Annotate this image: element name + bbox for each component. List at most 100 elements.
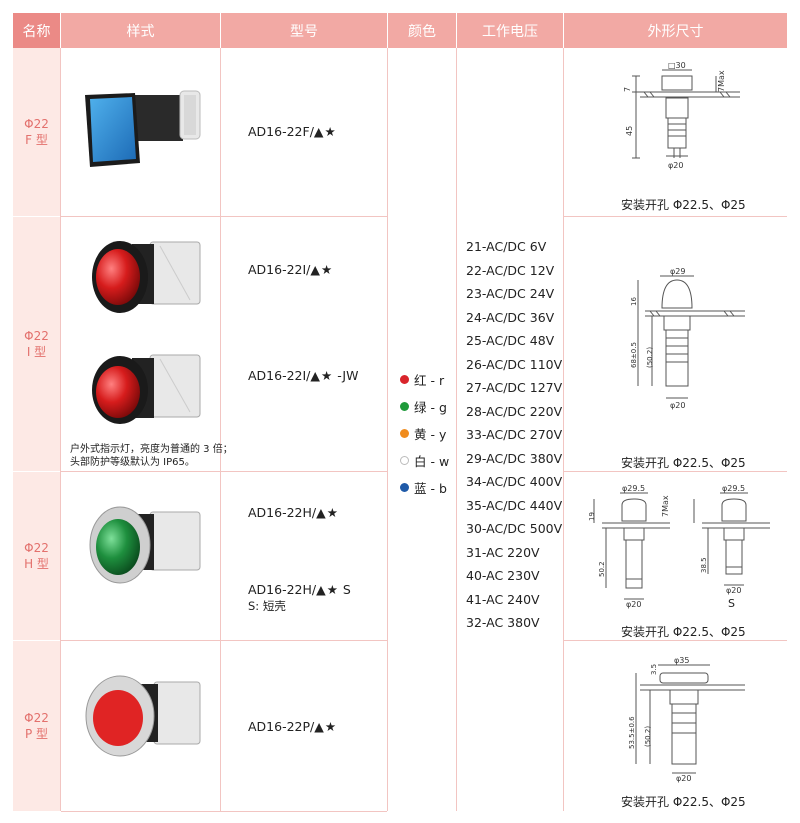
voltage-item: 29-AC/DC 380V: [466, 450, 563, 466]
voltage-item: 31-AC 220V: [466, 544, 540, 560]
model-symbol: ▲★: [316, 505, 339, 520]
dimension-drawing-i: φ29 16 68±0.5 (50.2) φ20: [630, 267, 745, 410]
dim-label: φ20: [668, 161, 683, 170]
model-i-1: AD16-22I/▲★: [248, 262, 333, 277]
voltage-item: 24-AC/DC 36V: [466, 309, 555, 325]
color-label: 红 - r: [414, 373, 445, 388]
divider: [456, 48, 457, 811]
color-label: 蓝 - b: [414, 481, 447, 496]
model-symbol: ▲★: [313, 124, 337, 139]
dim-label: 38.5: [700, 557, 708, 573]
dim-label: φ20: [676, 774, 691, 783]
divider: [220, 48, 221, 811]
dim-label: 68±0.5: [630, 342, 638, 368]
voltage-item: 41-AC 240V: [466, 591, 540, 607]
white-dot-icon: [400, 456, 409, 465]
voltage-item: 35-AC/DC 440V: [466, 497, 563, 513]
dim-label: 3.5: [650, 664, 658, 675]
voltage-item: 40-AC 230V: [466, 568, 540, 583]
dim-label: φ20: [670, 401, 685, 410]
model-code: AD16-22F/: [248, 124, 314, 139]
divider: [60, 48, 61, 811]
note-line: 头部防护等级默认为 IP65。: [70, 457, 195, 468]
color-white: 白 - w: [400, 451, 449, 470]
dim-label: 19: [588, 512, 596, 521]
dim-label: φ20: [626, 600, 641, 609]
color-label: 白 - w: [414, 454, 450, 469]
dim-label: φ29: [670, 267, 685, 276]
voltage-item: 33-AC/DC 270V: [466, 427, 563, 442]
name-line: Φ22: [24, 541, 49, 555]
model-code: AD16-22I/: [248, 368, 311, 383]
row-name-f: Φ22 F 型: [13, 48, 60, 216]
model-code: AD16-22I/: [248, 262, 311, 277]
model-h-1: AD16-22H/▲★: [248, 505, 339, 520]
dim-label: 16: [630, 297, 638, 306]
model-suffix: -JW: [333, 368, 359, 383]
model-code: AD16-22P/: [248, 719, 315, 734]
row-name-p: Φ22 P 型: [13, 641, 60, 811]
header-name: 名称: [13, 13, 60, 48]
model-code: AD16-22H/: [248, 582, 317, 597]
header-model: 型号: [221, 13, 387, 48]
dim-variant-label: S: [728, 597, 735, 610]
name-line: H 型: [24, 557, 49, 571]
color-label: 绿 - g: [414, 400, 447, 415]
voltage-item: 28-AC/DC 220V: [466, 403, 563, 419]
dim-label: 45: [625, 126, 634, 136]
color-blue: 蓝 - b: [400, 478, 447, 497]
outdoor-note: 户外式指示灯，亮度为普通的 3 倍； 头部防护等级默认为 IP65。: [70, 443, 233, 469]
divider: [564, 640, 787, 641]
dim-label: □30: [668, 61, 686, 70]
name-line: I 型: [26, 345, 47, 359]
voltage-list: 21-AC/DC 6V 22-AC/DC 12V 23-AC/DC 24V 24…: [466, 235, 562, 635]
divider: [564, 471, 787, 472]
model-code: AD16-22H/: [248, 505, 317, 520]
model-f: AD16-22F/▲★: [248, 124, 337, 139]
color-yellow: 黄 - y: [400, 424, 446, 443]
dimension-drawing-p: φ35 3.5 53.5±0.6 (50.2) φ20: [628, 656, 745, 783]
model-suffix: S: [338, 582, 351, 597]
dim-label: φ29.5: [722, 484, 745, 493]
dim-label: (50.2): [644, 726, 652, 747]
dim-label: φ20: [726, 586, 741, 595]
name-line: F 型: [25, 133, 48, 147]
product-image-p: [85, 675, 201, 757]
color-red: 红 - r: [400, 370, 444, 389]
voltage-item: 22-AC/DC 12V: [466, 262, 555, 278]
model-symbol: ▲★: [316, 582, 339, 597]
voltage-item: 21-AC/DC 6V: [466, 239, 547, 254]
red-dot-icon: [400, 375, 409, 384]
model-i-2: AD16-22I/▲★ -JW: [248, 368, 358, 383]
product-image-i-1: [92, 241, 201, 313]
dim-label: φ29.5: [622, 484, 645, 493]
product-image-i-2: [92, 354, 201, 424]
dim-label: (50.2): [646, 347, 654, 368]
dim-label: 7Max: [661, 495, 670, 517]
divider: [564, 216, 787, 217]
divider: [563, 48, 564, 811]
voltage-item: 30-AC/DC 500V: [466, 521, 563, 536]
name-line: Φ22: [24, 711, 49, 725]
dim-label: 53.5±0.6: [628, 716, 636, 749]
model-symbol: ▲★: [310, 368, 334, 383]
product-image-f: [85, 90, 201, 167]
divider: [61, 216, 387, 217]
header-color: 颜色: [388, 13, 456, 48]
voltage-item: 23-AC/DC 24V: [466, 286, 555, 301]
green-dot-icon: [400, 402, 409, 411]
row-name-i: Φ22 I 型: [13, 217, 60, 471]
name-line: Φ22: [24, 117, 49, 131]
divider: [61, 640, 387, 641]
dim-label: 50.2: [598, 561, 606, 577]
short-shell-note: S: 短壳: [248, 599, 286, 613]
header-voltage: 工作电压: [457, 13, 563, 48]
color-label: 黄 - y: [414, 427, 447, 442]
header-style: 样式: [61, 13, 220, 48]
voltage-item: 25-AC/DC 48V: [466, 333, 555, 348]
name-line: Φ22: [24, 329, 49, 343]
blue-dot-icon: [400, 483, 409, 492]
mount-hole-p: 安装开孔 Φ22.5、Φ25: [621, 795, 746, 809]
header-dims: 外形尺寸: [564, 13, 787, 48]
